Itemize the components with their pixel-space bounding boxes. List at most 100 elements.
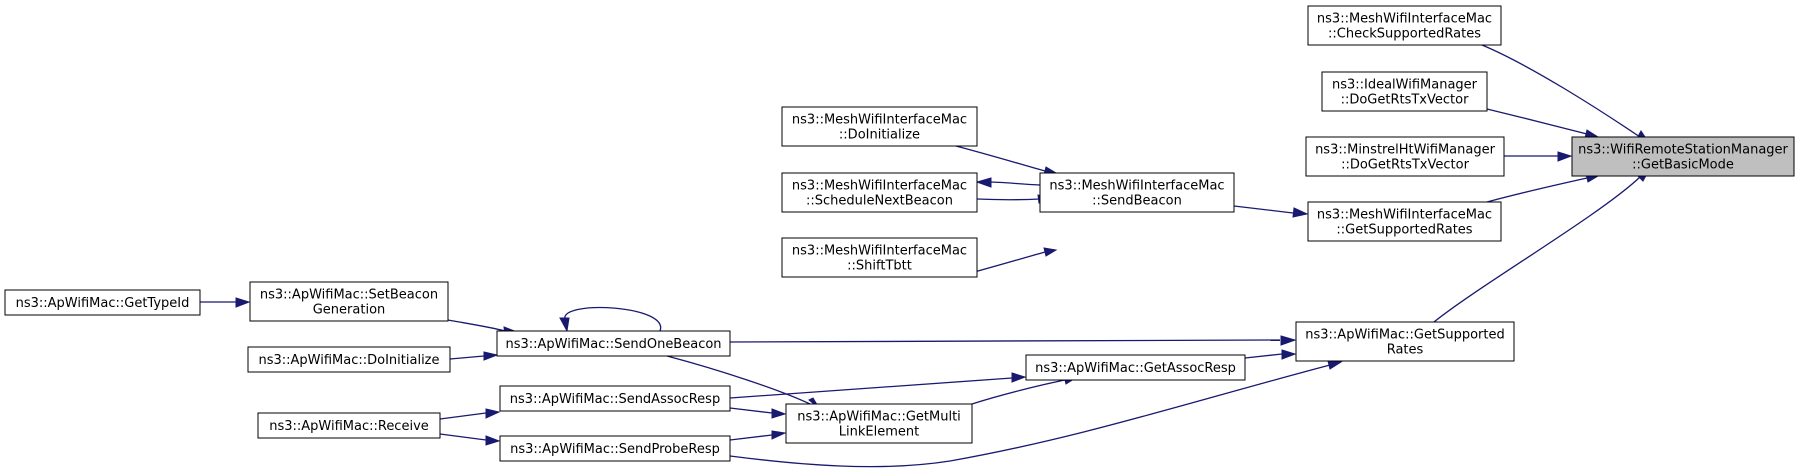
node-label-line: ::ShiftTbtt: [847, 259, 912, 274]
edge-line: [729, 377, 1013, 399]
node-ns3-meshwifiinterfacemac-shifttbtt[interactable]: ns3::MeshWifiInterfaceMac::ShiftTbtt: [781, 237, 978, 278]
edge-line: [447, 319, 506, 332]
node-ns3-meshwifiinterfacemac-sendbeacon[interactable]: ns3::MeshWifiInterfaceMac::SendBeacon: [1039, 172, 1235, 213]
node-ns3-minstrelhtwifimanager-dogetrtstxvector[interactable]: ns3::MinstrelHtWifiManager::DoGetRtsTxVe…: [1305, 136, 1505, 177]
node-label-line: ::DoInitialize: [839, 128, 920, 143]
node-box: [1321, 71, 1488, 112]
edge-n13-to-n10: [449, 351, 499, 361]
arrowhead-icon: [771, 430, 787, 440]
node-ns3-apwifimac-gettypeid[interactable]: ns3::ApWifiMac::GetTypeId: [4, 289, 201, 316]
node-label-line: ::ScheduleNextBeacon: [806, 194, 953, 209]
edge-line: [976, 198, 1041, 201]
node-label-line: Generation: [313, 303, 386, 318]
edge-n18-to-n16: [729, 430, 787, 441]
node-label-line: ns3::ApWifiMac::GetTypeId: [16, 296, 190, 311]
node-box: [1039, 172, 1235, 213]
node-box: [247, 346, 451, 373]
node-label-line: ns3::IdealWifiManager: [1332, 78, 1478, 93]
node-ns3-meshwifiinterfacemac-getsupportedrates[interactable]: ns3::MeshWifiInterfaceMac::GetSupportedR…: [1307, 201, 1502, 242]
edge-line: [971, 379, 1066, 405]
node-ns3-meshwifiinterfacemac-doinitialize[interactable]: ns3::MeshWifiInterfaceMac::DoInitialize: [781, 106, 978, 147]
arrowhead-icon: [771, 408, 787, 419]
node-ns3-apwifimac-sendassocresp[interactable]: ns3::ApWifiMac::SendAssocResp: [499, 385, 731, 412]
edge-n15-to-n16: [729, 407, 787, 419]
arrowhead-icon: [1557, 151, 1573, 162]
arrowhead-icon: [235, 297, 251, 308]
edge-line: [564, 306, 661, 332]
node-label-line: ns3::MeshWifiInterfaceMac: [1317, 208, 1492, 223]
node-ns3-idealwifimanager-dogetrtstxvector[interactable]: ns3::IdealWifiManager::DoGetRtsTxVector: [1321, 71, 1488, 112]
node-label-line: ns3::WifiRemoteStationManager: [1578, 143, 1788, 158]
node-ns3-apwifimac-sendproberesp[interactable]: ns3::ApWifiMac::SendProbeResp: [499, 435, 731, 462]
edge-n15-to-n14: [729, 372, 1027, 399]
node-box: [785, 403, 973, 444]
node-ns3-apwifimac-receive[interactable]: ns3::ApWifiMac::Receive: [257, 412, 441, 439]
node-label-line: ns3::ApWifiMac::Receive: [269, 419, 429, 434]
edge-n18-to-n5: [729, 360, 1343, 468]
node-label-line: ns3::MinstrelHtWifiManager: [1315, 143, 1496, 158]
edge-n4-to-n0: [1486, 173, 1600, 203]
arrowhead-icon: [1043, 247, 1058, 257]
edge-n17-to-n18: [439, 433, 501, 446]
edge-n10-to-n5: [729, 335, 1297, 346]
node-box: [781, 172, 978, 213]
edge-line: [1481, 44, 1641, 138]
node-label-line: ns3::ApWifiMac::DoInitialize: [258, 353, 439, 368]
edge-line: [989, 181, 1041, 186]
arrowhead-icon: [485, 435, 501, 446]
node-label-line: ::CheckSupportedRates: [1328, 27, 1481, 42]
node-label-line: ns3::MeshWifiInterfaceMac: [1049, 179, 1224, 194]
edge-n2-to-n0: [1486, 108, 1600, 139]
edge-line: [1233, 205, 1294, 214]
node-ns3-meshwifiinterfacemac-schedulenextbeacon[interactable]: ns3::MeshWifiInterfaceMac::ScheduleNextB…: [781, 172, 978, 213]
node-box: [1295, 321, 1515, 362]
arrowhead-icon: [975, 177, 992, 188]
node-label-line: ::SendBeacon: [1092, 194, 1182, 209]
node-label-line: ns3::ApWifiMac::SendProbeResp: [510, 442, 720, 457]
node-box: [1307, 5, 1502, 46]
node-label-line: ns3::MeshWifiInterfaceMac: [792, 179, 967, 194]
node-box: [499, 435, 731, 462]
node-ns3-apwifimac-doinitialize[interactable]: ns3::ApWifiMac::DoInitialize: [247, 346, 451, 373]
node-box: [1025, 354, 1246, 381]
edge-n5-to-n0: [1433, 169, 1651, 323]
edge-line: [1244, 353, 1283, 359]
node-box: [781, 106, 978, 147]
edge-line: [439, 412, 487, 420]
edge-line: [1486, 177, 1588, 203]
node-label-line: ns3::ApWifiMac::SendAssocResp: [510, 392, 720, 407]
edge-line: [666, 355, 811, 405]
edge-line: [1486, 108, 1588, 135]
node-ns3-meshwifiinterfacemac-checksupportedrates[interactable]: ns3::MeshWifiInterfaceMac::CheckSupporte…: [1307, 5, 1502, 46]
node-label-line: ns3::MeshWifiInterfaceMac: [792, 113, 967, 128]
edge-n7-to-n6: [955, 145, 1058, 176]
node-box: [1307, 201, 1502, 242]
node-label-line: ns3::ApWifiMac::GetSupported: [1305, 328, 1504, 343]
node-ns3-apwifimac-getsupportedrates[interactable]: ns3::ApWifiMac::GetSupportedRates: [1295, 321, 1515, 362]
edge-line: [729, 434, 773, 441]
node-box: [496, 330, 731, 357]
node-label-line: ns3::MeshWifiInterfaceMac: [1317, 12, 1492, 27]
edge-n12-to-n11: [200, 297, 251, 308]
edge-line: [729, 339, 1281, 343]
arrowhead-icon: [1011, 372, 1027, 383]
node-box: [4, 289, 201, 316]
arrowhead-icon: [1281, 349, 1297, 360]
edge-line: [729, 364, 1331, 468]
node-ns3-apwifimac-getassocresp[interactable]: ns3::ApWifiMac::GetAssocResp: [1025, 354, 1246, 381]
arrowhead-icon: [1327, 360, 1343, 370]
node-label-line: Rates: [1387, 343, 1424, 358]
edge-n10-to-n10: [559, 306, 661, 333]
edge-n8-to-n6: [975, 177, 1041, 188]
node-label-line: ::GetBasicMode: [1632, 158, 1734, 173]
node-label-line: ::DoGetRtsTxVector: [1341, 93, 1470, 108]
arrowhead-icon: [483, 351, 499, 361]
node-ns3-apwifimac-sendonebeacon[interactable]: ns3::ApWifiMac::SendOneBeacon: [496, 330, 731, 357]
node-ns3-wifiremotestationmanager-getbasicmode[interactable]: ns3::WifiRemoteStationManager::GetBasicM…: [1571, 136, 1795, 177]
node-label-line: ns3::MeshWifiInterfaceMac: [792, 244, 967, 259]
edge-n17-to-n15: [439, 408, 501, 420]
arrowhead-icon: [1280, 335, 1297, 346]
